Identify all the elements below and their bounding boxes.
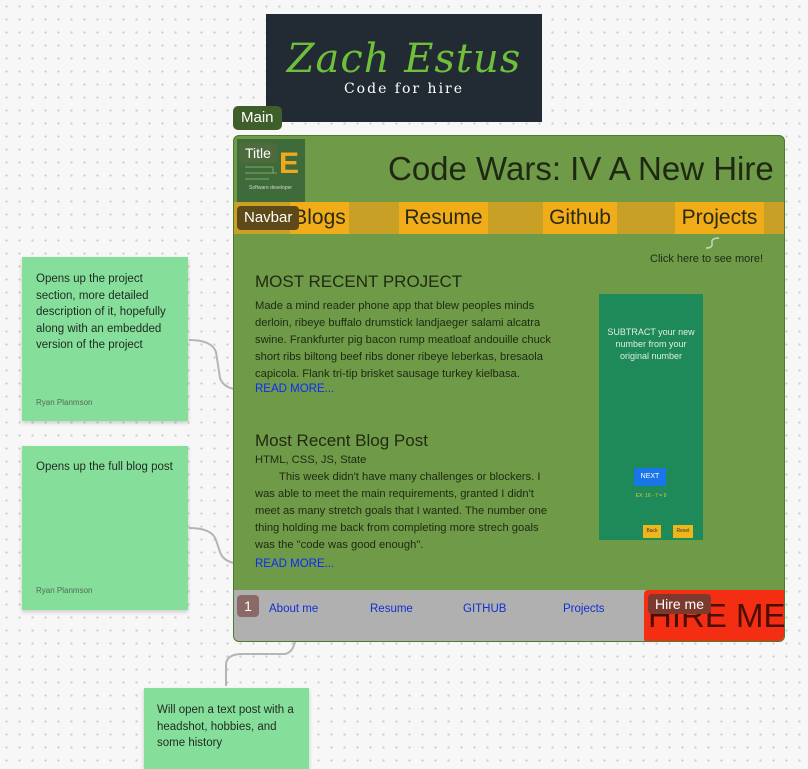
footer-link-projects[interactable]: Projects: [563, 603, 605, 615]
phone-back-button[interactable]: Back: [643, 525, 661, 538]
footer: 1 About me Resume GITHUB Projects HIRE M…: [234, 590, 784, 641]
project-read-more-link[interactable]: READ MORE...: [255, 383, 335, 395]
nav-resume[interactable]: Resume: [399, 202, 488, 234]
frame-label-title[interactable]: Title: [239, 143, 277, 163]
frame-number-badge: 1: [237, 595, 259, 617]
sticky-note-text: Will open a text post with a headshot, h…: [157, 704, 294, 749]
click-hint: Click here to see more!: [650, 253, 764, 265]
sticky-note-about[interactable]: Will open a text post with a headshot, h…: [144, 688, 309, 769]
sticky-note-text: Opens up the full blog post: [36, 461, 173, 473]
circuit-icon: [245, 166, 277, 180]
frame-label-navbar[interactable]: Navbar: [237, 206, 300, 230]
footer-link-about[interactable]: About me: [269, 603, 319, 615]
nav-projects[interactable]: Projects: [675, 202, 764, 234]
blog-heading: Most Recent Blog Post: [255, 431, 428, 450]
phone-reset-button[interactable]: Reset: [673, 525, 693, 538]
sticky-note-blog[interactable]: Opens up the full blog post Ryan Planmso…: [22, 446, 188, 610]
frame-label-hire[interactable]: Hire me: [648, 594, 712, 614]
thumb-caption: Software developer: [249, 185, 293, 191]
phone-instruction: SUBTRACT your new number from your origi…: [607, 327, 695, 361]
squiggle-icon: [705, 237, 720, 249]
project-heading: MOST RECENT PROJECT: [255, 272, 463, 291]
phone-next-button[interactable]: NEXT: [634, 468, 666, 486]
frame-label-main[interactable]: Main: [233, 106, 282, 130]
sticky-note-author: Ryan Planmson: [36, 398, 93, 407]
footer-link-resume[interactable]: Resume: [370, 603, 413, 615]
main-frame[interactable]: E Software developer Title Code Wars: IV…: [233, 135, 785, 642]
sticky-note-project[interactable]: Opens up the project section, more detai…: [22, 257, 188, 421]
page-title: Code Wars: IV A New Hire: [388, 150, 774, 187]
logo-name: Zach Estus: [286, 36, 522, 82]
blog-read-more-link[interactable]: READ MORE...: [255, 558, 335, 570]
blog-tags: HTML, CSS, JS, State: [255, 454, 367, 466]
site-logo: Zach Estus Code for hire: [266, 14, 542, 122]
navbar: Blogs Resume Github Projects: [234, 202, 784, 234]
project-description: Made a mind reader phone app that blew p…: [255, 300, 551, 380]
footer-link-github[interactable]: GITHUB: [463, 603, 507, 615]
nav-github[interactable]: Github: [543, 202, 617, 234]
blog-excerpt: This week didn't have many challenges or…: [255, 471, 548, 551]
sticky-note-text: Opens up the project section, more detai…: [36, 273, 166, 351]
sticky-note-author: Ryan Planmson: [36, 586, 93, 595]
nav-blogs[interactable]: Blogs: [290, 202, 349, 234]
phone-app-embed[interactable]: SUBTRACT your new number from your origi…: [599, 294, 703, 540]
thumb-letter: E: [279, 147, 300, 180]
logo-tagline: Code for hire: [343, 81, 465, 97]
hire-me-button[interactable]: HIRE ME! Hire me: [644, 590, 784, 641]
phone-example: EX: 16 - 7 = 9: [635, 493, 667, 499]
